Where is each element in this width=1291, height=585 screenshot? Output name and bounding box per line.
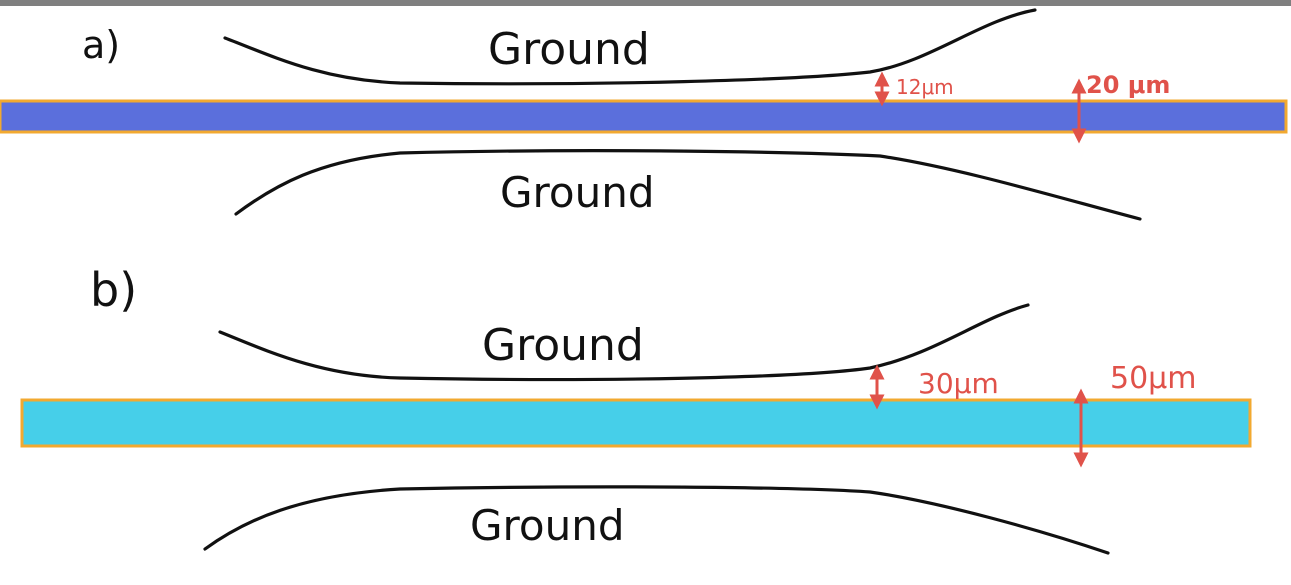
top-bar	[0, 0, 1291, 6]
signal-strip-a	[0, 99, 1288, 134]
gap-b-annotation: 30μm	[918, 367, 999, 400]
ground-a-bottom-label: Ground	[500, 168, 655, 217]
panel-a: a) Ground Ground 12μm 20 μm	[0, 8, 1288, 221]
gap-a-annotation: 12μm	[896, 75, 954, 99]
panel-a-label: a)	[82, 23, 120, 67]
ground-a-top-boundary	[223, 8, 1037, 86]
ground-b-top-boundary	[218, 303, 1030, 382]
width-a-annotation: 20 μm	[1086, 71, 1170, 99]
panel-b-label: b)	[90, 263, 137, 317]
ground-a-top-label: Ground	[488, 24, 650, 75]
ground-a-bottom-boundary	[234, 149, 1142, 221]
signal-strip-b	[20, 398, 1252, 448]
ground-b-top-label: Ground	[482, 320, 644, 371]
ground-b-bottom-boundary	[203, 485, 1110, 555]
panel-b: b) Ground Ground 30μm 50μm	[20, 263, 1252, 555]
ground-b-bottom-label: Ground	[470, 501, 625, 550]
width-b-annotation: 50μm	[1110, 361, 1196, 396]
